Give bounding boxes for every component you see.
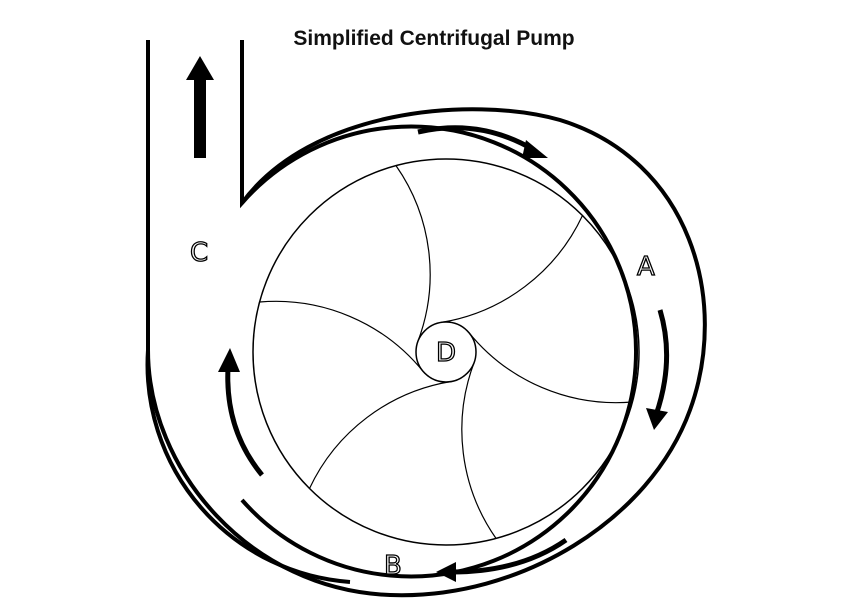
- impeller-vane: [259, 300, 424, 372]
- flow-arrow-left: [218, 348, 264, 477]
- impeller-hub: [415, 321, 477, 383]
- flow-arrow-top: [417, 125, 548, 158]
- flow-arrow-bottom: [436, 537, 568, 582]
- impeller-vane: [440, 215, 584, 324]
- impeller-vane: [461, 362, 497, 539]
- flow-arrow-right: [646, 309, 670, 430]
- label-b: B: [383, 551, 402, 581]
- impeller-vanes: [259, 165, 633, 539]
- diagram-title: Simplified Centrifugal Pump: [293, 27, 575, 50]
- impeller-ring: [252, 158, 640, 546]
- pump-casing: [145, 40, 639, 584]
- label-c: C: [189, 238, 209, 268]
- discharge-arrow: [186, 56, 214, 158]
- impeller-vane: [308, 380, 452, 489]
- label-a: A: [636, 252, 655, 282]
- pump-casing-volute: [146, 107, 707, 598]
- impeller-vane: [468, 332, 633, 404]
- impeller-vane: [395, 165, 431, 342]
- label-d: D: [435, 338, 457, 368]
